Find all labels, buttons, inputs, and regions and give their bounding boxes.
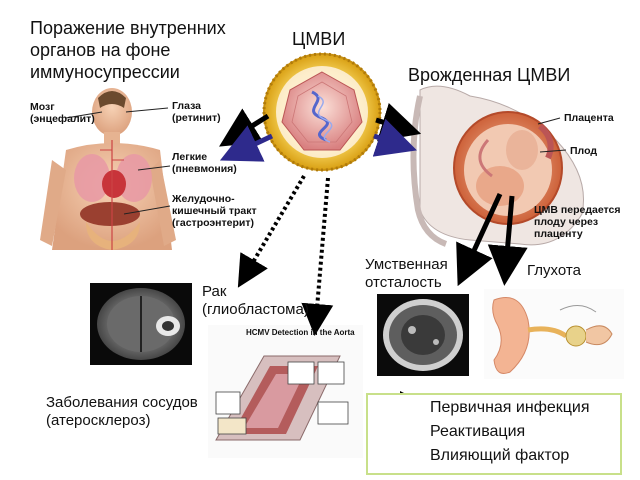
organ-pointer-lines bbox=[65, 107, 171, 215]
label-gi-tract: Желудочно- кишечный тракт (гастроэнтерит… bbox=[172, 193, 257, 229]
legend-influencing-factor: Влияющий фактор bbox=[430, 447, 570, 464]
congenital-cmv-title: Врожденная ЦМВИ bbox=[408, 65, 571, 85]
human-torso-illustration bbox=[40, 88, 176, 250]
brain-mri-image bbox=[90, 283, 192, 365]
head-ct-image bbox=[377, 294, 469, 376]
label-cancer: Рак (глиобластома) bbox=[202, 283, 309, 318]
legend: Первичная инфекция Реактивация Влияющий … bbox=[366, 393, 622, 475]
legend-primary-infection: Первичная инфекция bbox=[430, 399, 590, 416]
label-transmission: ЦМВ передается плоду через плаценту bbox=[534, 204, 621, 240]
arrows bbox=[219, 103, 528, 336]
label-eyes: Глаза (ретинит) bbox=[172, 100, 221, 124]
label-deafness: Глухота bbox=[527, 262, 581, 279]
virus-illustration bbox=[262, 52, 382, 172]
label-mental-retardation: Умственная отсталость bbox=[365, 256, 448, 291]
organ-damage-title: Поражение внутренних органов на фоне имм… bbox=[30, 18, 226, 82]
label-vascular-disease: Заболевания сосудов (атеросклероз) bbox=[46, 394, 198, 429]
legend-reactivation: Реактивация bbox=[430, 423, 526, 440]
pregnancy-illustration bbox=[410, 85, 585, 247]
aorta-figure-title: HCMV Detection in the Aorta bbox=[246, 328, 355, 337]
cmv-title: ЦМВИ bbox=[292, 29, 346, 49]
aorta-diagram-image bbox=[208, 325, 363, 458]
label-lungs: Легкие (пневмония) bbox=[172, 151, 237, 175]
label-placenta: Плацента bbox=[564, 112, 614, 124]
label-brain: Мозг (энцефалит) bbox=[30, 101, 95, 125]
ear-anatomy-image bbox=[484, 289, 624, 379]
label-fetus: Плод bbox=[570, 145, 598, 157]
